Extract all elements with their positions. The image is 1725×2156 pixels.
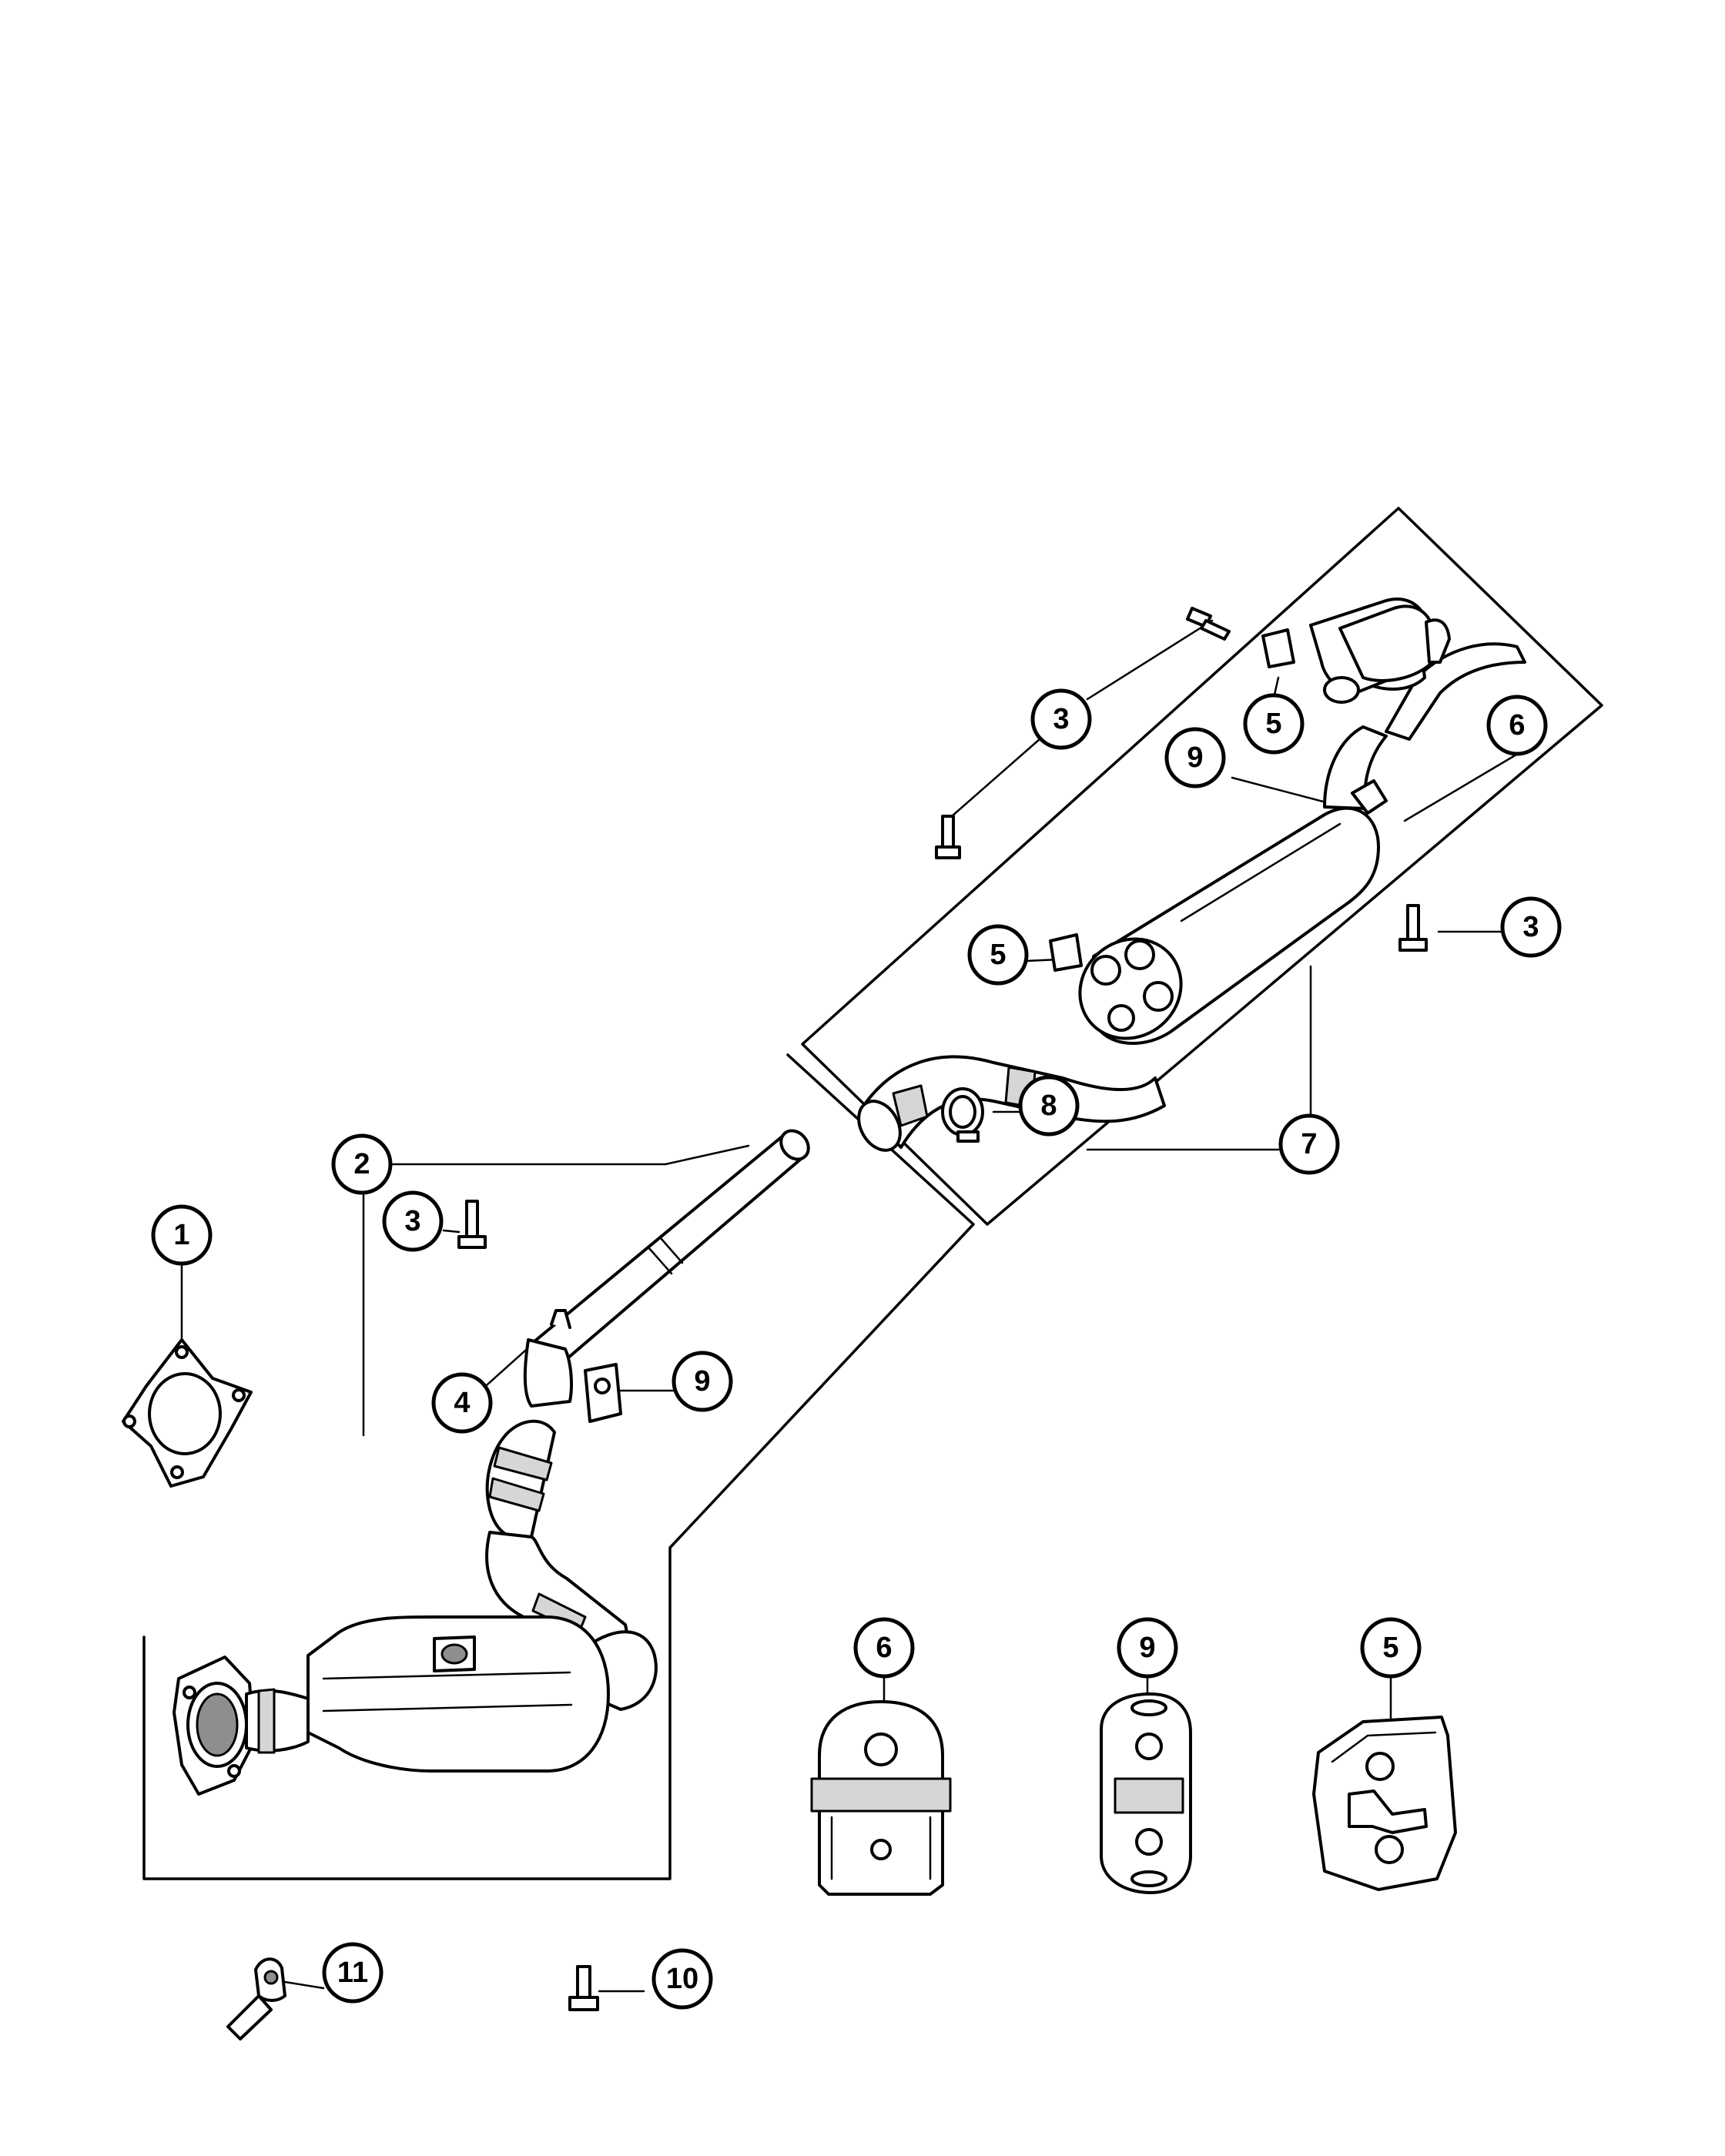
gasket — [122, 1338, 253, 1488]
svg-text:5: 5 — [1265, 708, 1281, 740]
svg-text:6: 6 — [1509, 709, 1525, 742]
callout-5-top: 5 — [1243, 693, 1305, 755]
svg-text:2: 2 — [353, 1148, 370, 1180]
svg-text:9: 9 — [1139, 1632, 1155, 1664]
bolt-front-pipe — [457, 1200, 487, 1249]
front-assembly-boundary — [142, 1053, 975, 1880]
callout-3-top: 3 — [1030, 688, 1092, 750]
callout-4: 4 — [431, 1372, 493, 1434]
callout-2: 2 — [331, 1133, 393, 1195]
callout-7: 7 — [1278, 1113, 1340, 1175]
hanger-bracket-detail — [810, 1700, 952, 1896]
svg-text:8: 8 — [1040, 1090, 1057, 1122]
front-hanger-isolator — [584, 1363, 622, 1423]
svg-text:5: 5 — [990, 939, 1006, 971]
svg-text:9: 9 — [1187, 742, 1203, 774]
svg-text:3: 3 — [404, 1205, 420, 1237]
callout-8: 8 — [1018, 1075, 1080, 1137]
callout-5-bottom: 5 — [1360, 1617, 1422, 1679]
svg-text:3: 3 — [1522, 911, 1539, 943]
callout-9-bottom: 9 — [1117, 1617, 1178, 1679]
svg-text:5: 5 — [1382, 1632, 1398, 1664]
bracket — [226, 1957, 286, 2040]
svg-text:9: 9 — [694, 1365, 710, 1398]
bolt-top — [1186, 607, 1231, 641]
band-clamp — [941, 1087, 984, 1143]
callout-6-top: 6 — [1486, 695, 1548, 756]
svg-text:6: 6 — [876, 1632, 892, 1664]
callout-1: 1 — [151, 1204, 213, 1266]
callout-10: 10 — [651, 1948, 713, 2010]
stud-bolt — [568, 1965, 599, 2011]
callout-9-mid: 9 — [672, 1351, 733, 1412]
callout-3-right: 3 — [1500, 896, 1562, 958]
catalytic-converter-front-pipe — [172, 1129, 810, 1796]
rear-assembly-boundary — [801, 507, 1603, 1226]
rubber-isolator-detail-9 — [1100, 1692, 1192, 1894]
callout-3-left: 3 — [382, 1190, 444, 1252]
bolt-right — [1398, 904, 1428, 952]
svg-text:1: 1 — [173, 1219, 189, 1251]
muffler-tailpipe-assembly — [857, 598, 1526, 1152]
callout-9-top: 9 — [1164, 727, 1226, 788]
svg-text:4: 4 — [454, 1387, 470, 1419]
callout-6-bottom: 6 — [853, 1617, 915, 1679]
callout-5-mid: 5 — [967, 924, 1029, 986]
callout-11: 11 — [322, 1942, 384, 2004]
svg-text:10: 10 — [666, 1963, 698, 1995]
svg-text:11: 11 — [337, 1957, 368, 1989]
svg-text:3: 3 — [1053, 703, 1069, 735]
bolt-left-upper — [935, 815, 961, 859]
leader-lines — [180, 619, 1531, 1993]
rubber-isolator-detail-5 — [1312, 1716, 1457, 1891]
svg-text:7: 7 — [1301, 1128, 1317, 1160]
